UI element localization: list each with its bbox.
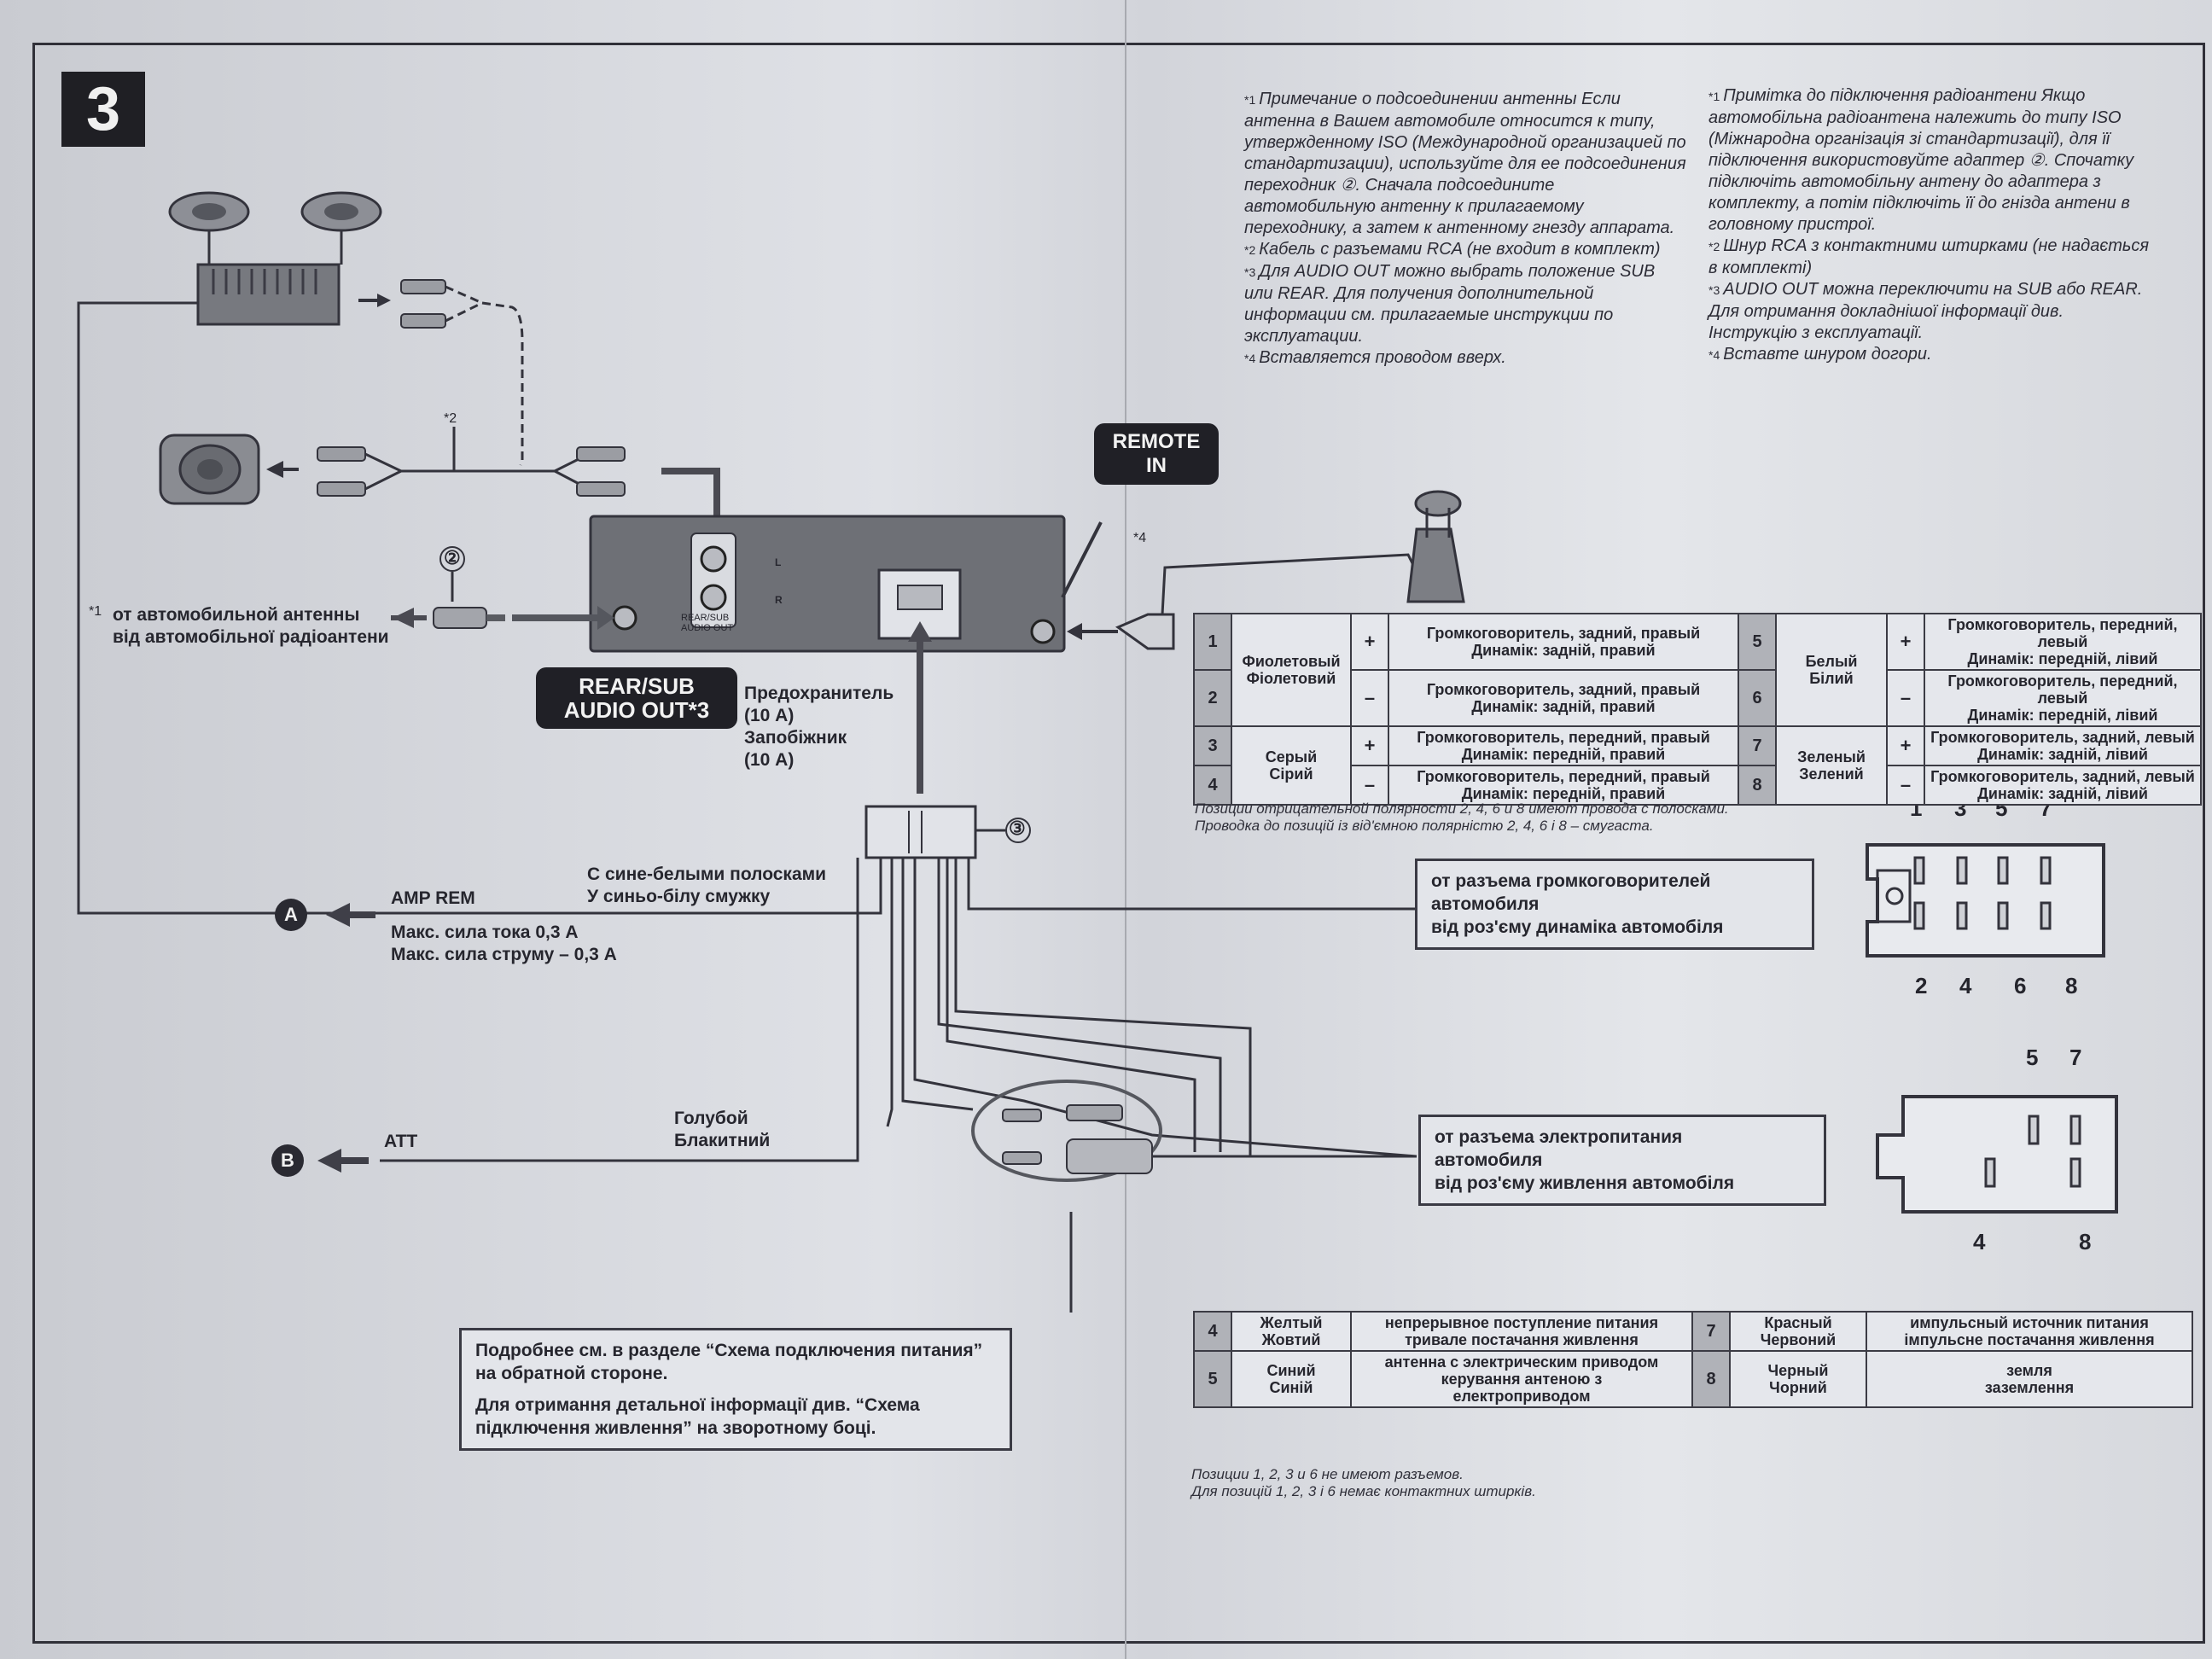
pin-num-6: 6	[2014, 973, 2027, 998]
adapter-number: ②	[444, 547, 461, 568]
amplifier	[196, 263, 341, 326]
stripe-label-uk: У синьо-білу смужку	[587, 887, 771, 906]
pin-num-8: 8	[2065, 973, 2078, 998]
remote-sensor	[1406, 490, 1465, 603]
remote-mark: *4	[1133, 531, 1147, 545]
remote-in-badge: REMOTE IN	[1094, 423, 1219, 485]
max-current-uk: Макс. сила струму – 0,3 А	[391, 945, 617, 964]
speaker-caption-ru: Позиции отрицательной полярности 2, 4, 6…	[1195, 800, 1729, 817]
rca-plug-unit-2	[576, 481, 626, 497]
rear-sub-badge: REAR/SUB AUDIO OUT*3	[536, 667, 737, 729]
amp-rem-label: AMP REM	[391, 888, 475, 908]
power-caption-ru: Позиции 1, 2, 3 и 6 не имеют разъемов.	[1191, 1466, 1464, 1482]
antenna-adapter	[433, 607, 505, 629]
power-pin-num-7: 7	[2069, 1045, 2082, 1070]
speaker-left	[168, 191, 250, 232]
power-pin-num-5: 5	[2026, 1045, 2039, 1070]
speaker-connector-diagram	[1866, 843, 2105, 958]
att-label: ATT	[384, 1132, 418, 1151]
speaker-right	[300, 191, 382, 232]
speaker-caption-uk: Проводка до позицій із від'ємною полярні…	[1195, 818, 1654, 834]
power-plugs	[1002, 1104, 1153, 1174]
max-current-ru: Макс. сила тока 0,3 А	[391, 923, 579, 942]
rca-plug-unit-1	[576, 446, 626, 462]
power-connector-box: от разъема электропитания автомобиля від…	[1418, 1115, 1826, 1206]
section-number: 3	[61, 72, 145, 147]
blue-label-ru: Голубой	[674, 1109, 748, 1128]
harness-number: ③	[1009, 818, 1026, 839]
pin-num-4: 4	[1959, 973, 1972, 998]
detail-reference-box: Подробнее см. в разделе “Схема подключен…	[459, 1328, 1012, 1451]
stripe-label-ru: С сине-белыми полосками	[587, 864, 827, 884]
pin-num-2: 2	[1915, 973, 1928, 998]
antenna-label-ru: от автомобильной антенны	[113, 605, 360, 625]
unit-l: L	[775, 556, 782, 568]
page-fold	[1125, 0, 1126, 1659]
fuse-value-ru: (10 А)	[744, 706, 795, 725]
rca-plug-amp-1	[400, 279, 446, 294]
fuse-label-uk: Запобіжник	[744, 728, 847, 748]
head-unit	[589, 515, 1066, 653]
fuse-value-uk: (10 А)	[744, 750, 795, 770]
unit-rear-sub-small: REAR/SUB AUDIO OUT	[681, 613, 734, 633]
rca-plug-sub-1	[317, 446, 366, 462]
connection-a: A	[275, 899, 307, 931]
power-pin-num-4: 4	[1973, 1229, 1986, 1254]
blue-label-uk: Блакитний	[674, 1131, 771, 1150]
antenna-label-uk: від автомобільної радіоантени	[113, 627, 389, 647]
rca-plug-sub-2	[317, 481, 366, 497]
rca-plug-amp-2	[400, 313, 446, 329]
speaker-connector-box: от разъема громкоговорителей автомобиля …	[1415, 859, 1814, 950]
power-caption-uk: Для позицій 1, 2, 3 і 6 немає контактних…	[1191, 1483, 1536, 1499]
power-pin-num-8: 8	[2079, 1229, 2092, 1254]
page-frame	[32, 43, 2205, 1644]
fuse-label-ru: Предохранитель	[744, 684, 894, 703]
unit-r: R	[775, 594, 783, 606]
rca-mark: *2	[444, 411, 457, 426]
power-connector-diagram	[1876, 1095, 2118, 1214]
antenna-mark: *1	[89, 604, 102, 619]
connection-b: B	[271, 1144, 304, 1177]
subwoofer	[159, 434, 260, 505]
harness-connector	[864, 805, 977, 859]
remote-plug	[1097, 613, 1175, 650]
